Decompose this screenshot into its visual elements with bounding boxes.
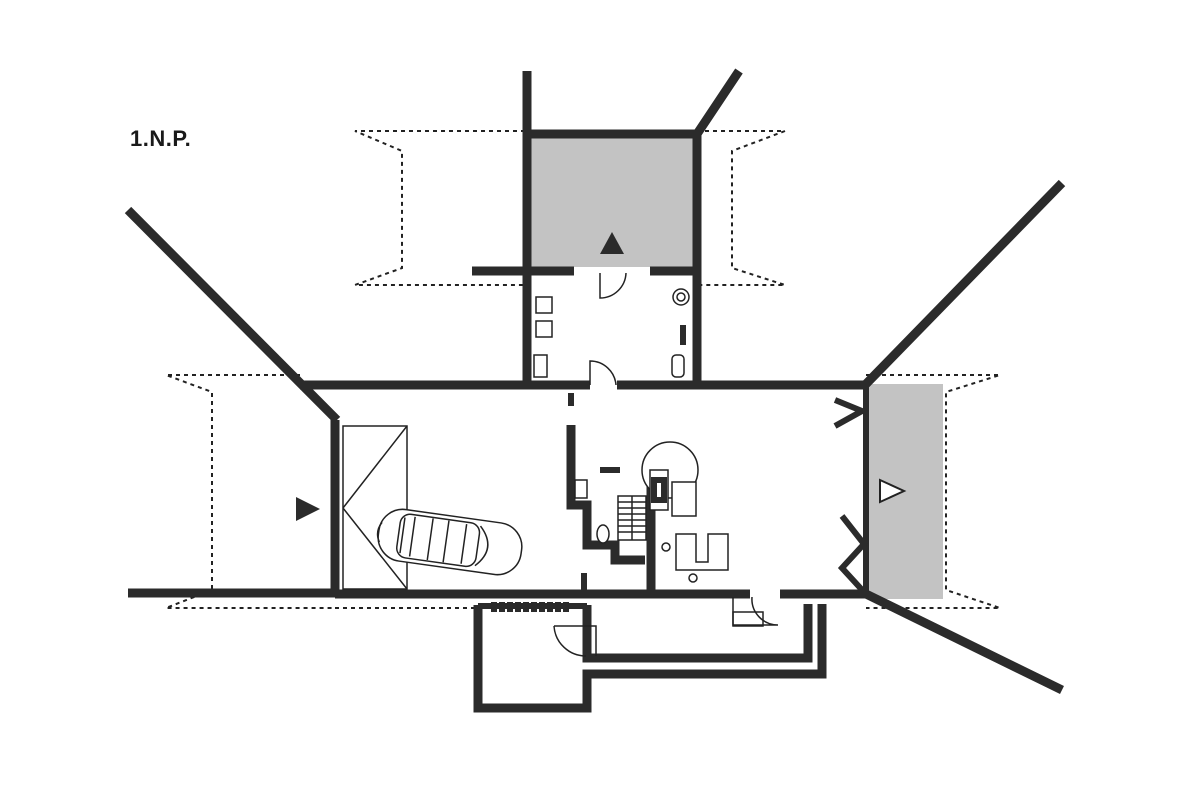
kitchen-sink [661, 542, 671, 552]
door-bathroom [589, 360, 617, 386]
floor-label: 1.N.P. [130, 126, 192, 151]
arrow-up-icon [600, 232, 624, 254]
garage-diagonals [342, 425, 408, 590]
arrow-right-outline-icon [879, 478, 907, 504]
roof-outline-north-right [697, 130, 786, 286]
kitchen-counter [671, 481, 697, 517]
vent-grille [491, 602, 569, 612]
partition-central [566, 425, 645, 565]
toilet-round [672, 288, 690, 306]
door-south-frame [732, 611, 764, 627]
roof-outline-north-left [354, 130, 525, 286]
arrow-right-icon [296, 497, 320, 521]
diagonal-wall-north-slanted [693, 68, 743, 137]
sink-2 [535, 320, 553, 338]
wc-fixture [574, 479, 588, 499]
door-north-entrance [599, 272, 627, 299]
wc-toilet [596, 524, 610, 544]
car-icon [376, 508, 523, 576]
bath-fixture-left [533, 354, 548, 378]
door-annex [553, 625, 597, 657]
toilet-right [671, 354, 685, 378]
door-south-service [732, 596, 779, 626]
folding-door-upper [833, 397, 869, 429]
annex-inner-wall [582, 604, 813, 663]
sink-1 [535, 296, 553, 314]
roof-outline-west [165, 374, 335, 609]
diagonal-wall-northeast [862, 179, 1066, 388]
kitchen-tap [688, 573, 698, 583]
diagonal-wall-southeast [864, 589, 1064, 695]
roof-outline-east [866, 374, 1001, 609]
kitchen-hob [651, 477, 667, 503]
folding-door-lower [837, 514, 868, 595]
staircase [617, 495, 647, 541]
garage-outline [342, 425, 408, 590]
annex-outer-wall [473, 604, 827, 713]
kitchen-unit [675, 533, 729, 571]
